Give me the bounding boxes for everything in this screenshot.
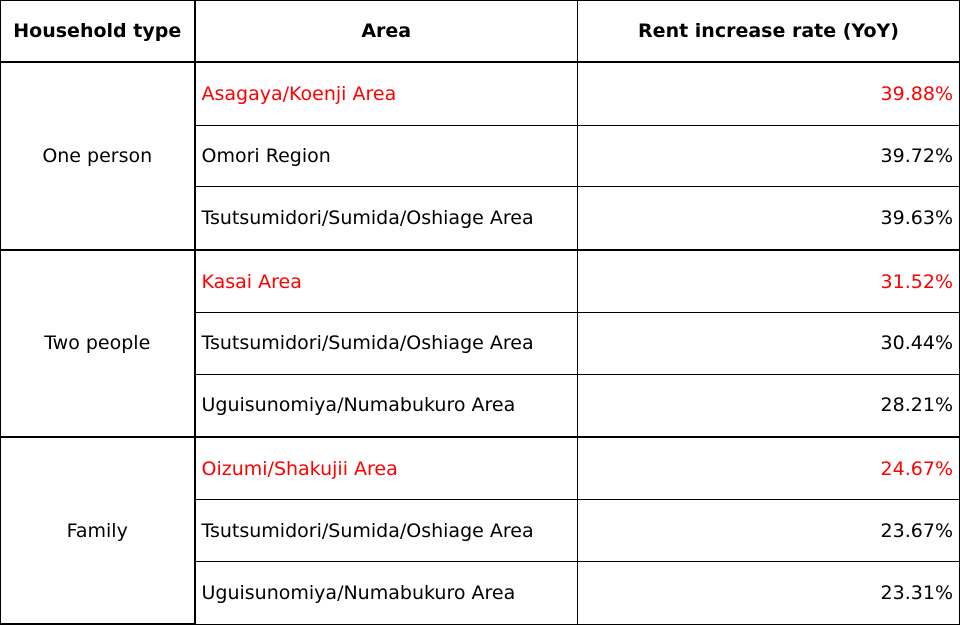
table-row: Uguisunomiya/Numabukuro Area 23.31%: [1, 561, 960, 625]
area-cell: Uguisunomiya/Numabukuro Area: [194, 374, 578, 439]
table-row: Omori Region 39.72%: [1, 125, 960, 187]
rate-cell: 39.72%: [577, 125, 960, 187]
rate-cell: 31.52%: [577, 249, 960, 314]
rate-cell: 23.67%: [577, 499, 960, 563]
area-cell: Uguisunomiya/Numabukuro Area: [194, 561, 578, 625]
table-row: Tsutsumidori/Sumida/Oshiage Area 39.63%: [1, 186, 960, 251]
area-cell: Asagaya/Koenji Area: [194, 62, 578, 126]
header-rent-increase-rate: Rent increase rate (YoY): [577, 0, 960, 63]
table-row: Tsutsumidori/Sumida/Oshiage Area 30.44%: [1, 312, 960, 375]
rate-cell: 39.63%: [577, 186, 960, 251]
area-cell: Tsutsumidori/Sumida/Oshiage Area: [194, 186, 578, 251]
rate-cell: 28.21%: [577, 374, 960, 439]
household-type-cell: Family: [0, 437, 196, 625]
area-cell: Tsutsumidori/Sumida/Oshiage Area: [194, 499, 578, 563]
area-cell: Omori Region: [194, 125, 578, 187]
rate-cell: 24.67%: [577, 437, 960, 501]
header-household-type: Household type: [0, 0, 196, 63]
household-type-cell: Two people: [0, 249, 196, 439]
rate-cell: 23.31%: [577, 561, 960, 625]
table-row: Two people Kasai Area 31.52%: [0, 249, 960, 439]
rate-cell: 30.44%: [577, 312, 960, 375]
table-row: One person Asagaya/Koenji Area 39.88%: [0, 62, 960, 251]
table-row: Tsutsumidori/Sumida/Oshiage Area 23.67%: [1, 499, 960, 563]
household-type-cell: One person: [0, 62, 196, 251]
table-row: Uguisunomiya/Numabukuro Area 28.21%: [1, 374, 960, 439]
area-cell: Oizumi/Shakujii Area: [194, 437, 578, 501]
header-area: Area: [194, 0, 578, 63]
table-row: Family Oizumi/Shakujii Area 24.67%: [0, 437, 960, 625]
area-cell: Kasai Area: [194, 249, 578, 314]
header-row: Household type Area Rent increase rate (…: [0, 0, 960, 63]
rate-cell: 39.88%: [577, 62, 960, 126]
area-cell: Tsutsumidori/Sumida/Oshiage Area: [194, 312, 578, 375]
